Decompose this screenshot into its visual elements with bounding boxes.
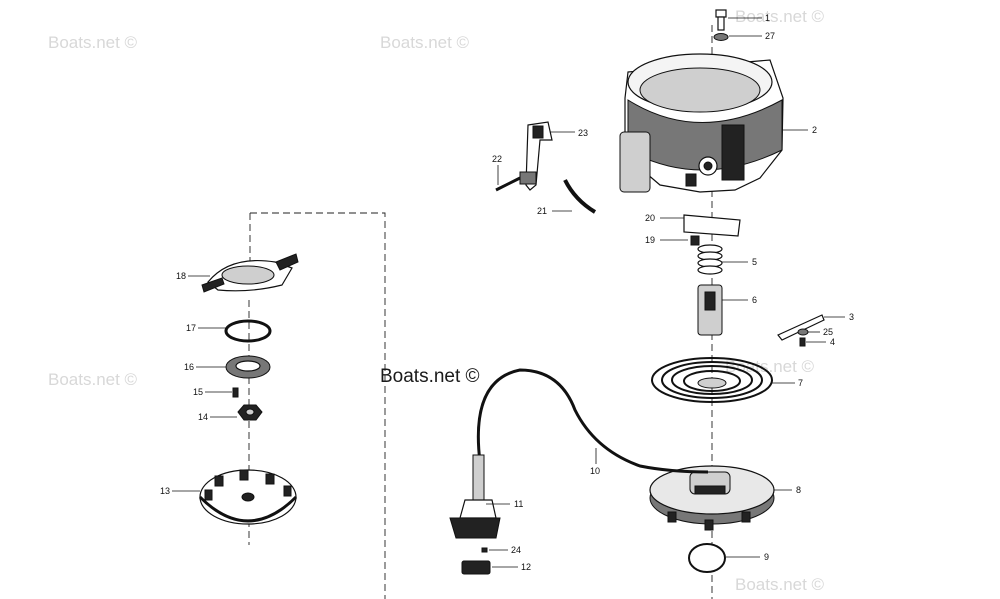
callout-label: 5: [752, 257, 757, 267]
watermark: Boats.net ©: [735, 575, 825, 594]
callout-label: 17: [186, 323, 196, 333]
washer-part-25: [797, 328, 809, 336]
callout-23: 23: [550, 128, 588, 138]
starter-housing-part-2: [619, 53, 784, 193]
callout-label: 24: [511, 545, 521, 555]
callout-19: 19: [645, 235, 688, 245]
bolt-part-1: [715, 9, 727, 31]
callout-20: 20: [645, 213, 684, 223]
callout-15: 15: [193, 387, 232, 397]
ring-part-9: [688, 543, 726, 573]
callout-14: 14: [198, 412, 237, 422]
insert-part-12: [461, 560, 491, 575]
screw-part-4: [799, 337, 806, 347]
callout-6: 6: [722, 295, 757, 305]
pulley-part-8: [649, 465, 775, 531]
callout-label: 11: [514, 499, 523, 509]
callout-17: 17: [186, 323, 226, 333]
callout-label: 6: [752, 295, 757, 305]
watermark: Boats.net ©: [380, 33, 470, 52]
callout-12: 12: [492, 562, 531, 572]
callout-label: 20: [645, 213, 655, 223]
callout-5: 5: [722, 257, 757, 267]
handle-part-11: [449, 454, 501, 539]
callout-8: 8: [774, 485, 801, 495]
watermark: Boats.net ©: [735, 7, 825, 26]
callout-label: 2: [812, 125, 817, 135]
callout-label: 22: [492, 154, 502, 164]
plate-part-20: [683, 214, 741, 237]
watermark: Boats.net ©: [48, 33, 138, 52]
callout-10: 10: [590, 448, 600, 476]
cam-part-6: [697, 284, 723, 336]
callout-label: 1: [765, 13, 770, 23]
nut-part-14: [237, 404, 263, 421]
callout-9: 9: [726, 552, 769, 562]
callout-label: 27: [765, 31, 775, 41]
spring-part-5: [697, 244, 723, 275]
screw-part-15: [232, 387, 239, 398]
callout-18: 18: [176, 271, 210, 281]
callout-label: 15: [193, 387, 203, 397]
pin-part-24: [481, 547, 488, 553]
callout-label: 13: [160, 486, 170, 496]
callout-4: 4: [806, 337, 835, 347]
pin-part-22: [495, 176, 521, 192]
washer-part-16: [225, 355, 271, 379]
pawl-bracket-part-23: [519, 121, 553, 191]
callout-label: 16: [184, 362, 194, 372]
spring-part-21: [563, 179, 597, 214]
callout-1: 1: [728, 13, 770, 23]
callout-label: 3: [849, 312, 854, 322]
callout-label: 10: [590, 466, 600, 476]
callout-2: 2: [783, 125, 817, 135]
callout-label: 21: [537, 206, 547, 216]
callout-24: 24: [489, 545, 521, 555]
washer-part-27: [713, 33, 729, 41]
callout-label: 12: [521, 562, 531, 572]
rewind-spring-part-7: [651, 357, 773, 403]
assembly-line-left: [250, 212, 386, 599]
ring-part-17: [224, 319, 272, 343]
callout-13: 13: [160, 486, 200, 496]
watermark-main: Boats.net ©: [380, 366, 480, 387]
bracket-part-3: [777, 314, 825, 341]
callout-16: 16: [184, 362, 226, 372]
screw-part-19: [690, 235, 700, 246]
callout-label: 7: [798, 378, 803, 388]
callout-22: 22: [492, 154, 502, 185]
bracket-part-18: [201, 253, 299, 293]
callout-21: 21: [537, 206, 572, 216]
callout-label: 23: [578, 128, 588, 138]
cup-part-13: [198, 469, 298, 525]
callout-label: 8: [796, 485, 801, 495]
callout-label: 9: [764, 552, 769, 562]
callout-label: 25: [823, 327, 833, 337]
callout-7: 7: [772, 378, 803, 388]
callout-label: 4: [830, 337, 835, 347]
watermark: Boats.net ©: [48, 370, 138, 389]
callout-25: 25: [808, 327, 833, 337]
callout-3: 3: [824, 312, 854, 322]
callout-11: 11: [486, 499, 523, 509]
callout-label: 19: [645, 235, 655, 245]
starter-rope-part-10: [476, 368, 709, 474]
callout-label: 14: [198, 412, 208, 422]
callout-27: 27: [729, 31, 775, 41]
callout-label: 18: [176, 271, 186, 281]
